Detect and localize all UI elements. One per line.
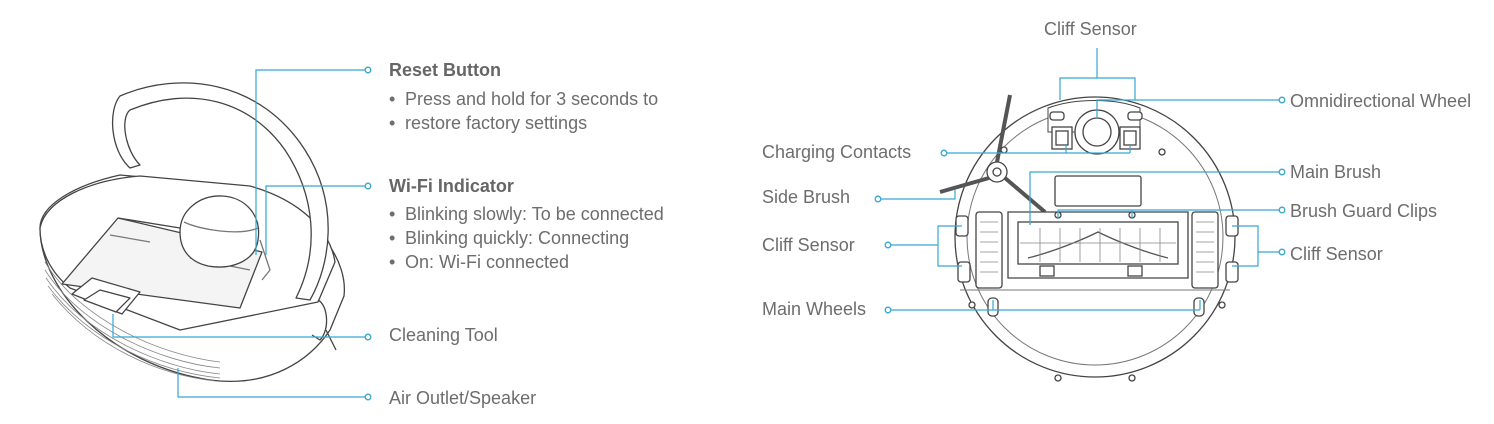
reset-button-bullet-1: Press and hold for 3 seconds to: [389, 87, 658, 111]
cleaning-tool-label: Cleaning Tool: [389, 325, 498, 345]
cliff-sensor-top-label: Cliff Sensor: [1044, 19, 1137, 39]
top-view-leader-ends: [364, 66, 372, 401]
wifi-indicator-description: Blinking slowly: To be connected Blinkin…: [389, 202, 664, 274]
cliff-sensor-left-label: Cliff Sensor: [762, 235, 855, 255]
reset-button-title: Reset Button: [389, 60, 501, 80]
reset-button-description: Press and hold for 3 seconds to restore …: [389, 87, 658, 135]
bottom-view-leader-ends: [874, 96, 1286, 314]
side-brush-label: Side Brush: [762, 187, 851, 207]
bottom-view-leaders: [878, 48, 1282, 311]
omnidirectional-wheel-label: Omnidirectional Wheel: [1290, 91, 1472, 111]
main-brush-label: Main Brush: [1290, 162, 1382, 182]
bottom-view-robot: [939, 94, 1239, 382]
cliff-sensor-right-label: Cliff Sensor: [1290, 244, 1383, 264]
wifi-bullet-3: On: Wi-Fi connected: [389, 250, 664, 274]
reset-button-bullet-2: restore factory settings: [389, 111, 658, 135]
air-outlet-speaker-label: Air Outlet/Speaker: [389, 388, 537, 408]
wifi-bullet-1: Blinking slowly: To be connected: [389, 202, 664, 226]
top-view-leaders: [112, 69, 365, 398]
wifi-bullet-2: Blinking quickly: Connecting: [389, 226, 664, 250]
air-outlet-grill: [44, 261, 221, 382]
charging-contacts-label: Charging Contacts: [762, 142, 912, 162]
brush-guard-clips-label: Brush Guard Clips: [1290, 201, 1438, 221]
wifi-indicator-title: Wi-Fi Indicator: [389, 176, 514, 196]
reset-button-bullet-2-text: restore factory settings: [405, 113, 588, 133]
main-wheels-label: Main Wheels: [762, 299, 867, 319]
top-view-robot: [39, 82, 345, 382]
